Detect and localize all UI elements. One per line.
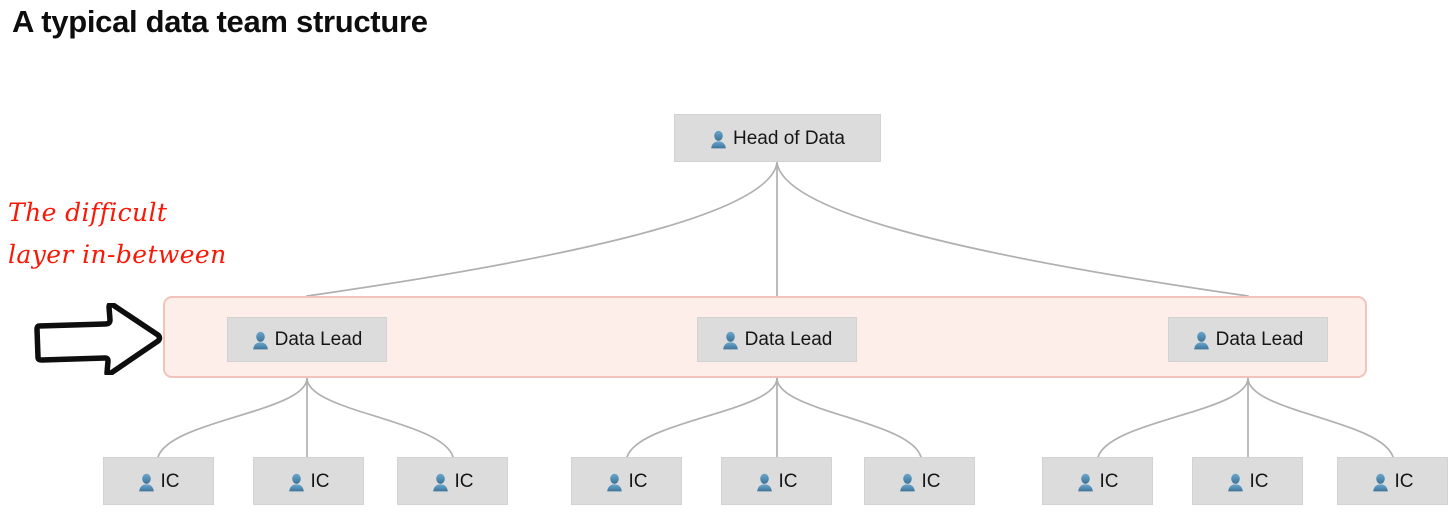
person-icon	[756, 473, 773, 492]
person-icon	[1193, 331, 1210, 350]
node-ic-9[interactable]: IC	[1337, 457, 1448, 505]
node-label: IC	[454, 470, 474, 492]
node-ic-2[interactable]: IC	[253, 457, 364, 505]
node-label: IC	[1249, 470, 1269, 492]
node-ic-7[interactable]: IC	[1042, 457, 1153, 505]
edge-head-to-lead-1	[306, 162, 778, 297]
person-icon	[432, 473, 449, 492]
node-label: Data Lead	[274, 329, 363, 350]
annotation-difficult-layer: The difficult layer in-between	[8, 192, 258, 276]
annotation-line-1: The difficult	[8, 198, 168, 227]
page-title: A typical data team structure	[12, 4, 428, 39]
person-icon	[899, 473, 916, 492]
person-icon	[710, 130, 727, 149]
edge-lead-1-to-ic-1	[157, 377, 308, 458]
node-label: Data Lead	[1215, 329, 1304, 350]
node-label: IC	[921, 470, 941, 492]
person-icon	[138, 473, 155, 492]
edge-lead-2-to-ic-6	[776, 377, 922, 458]
node-data-lead-1[interactable]: Data Lead	[227, 317, 387, 362]
node-label: IC	[628, 470, 648, 492]
person-icon	[722, 331, 739, 350]
edge-head-to-lead-3	[776, 162, 1249, 297]
edge-lead-2-to-ic-4	[626, 377, 778, 458]
node-label: Data Lead	[744, 329, 833, 350]
node-ic-3[interactable]: IC	[397, 457, 508, 505]
node-head-of-data[interactable]: Head of Data	[674, 114, 881, 162]
node-label: IC	[160, 470, 180, 492]
person-icon	[1372, 473, 1389, 492]
person-icon	[1227, 473, 1244, 492]
person-icon	[606, 473, 623, 492]
person-icon	[252, 331, 269, 350]
node-label: IC	[1394, 470, 1414, 492]
node-ic-8[interactable]: IC	[1192, 457, 1303, 505]
node-label: IC	[778, 470, 798, 492]
person-icon	[1077, 473, 1094, 492]
node-label: IC	[1099, 470, 1119, 492]
node-label: IC	[310, 470, 330, 492]
node-ic-4[interactable]: IC	[571, 457, 682, 505]
node-ic-5[interactable]: IC	[721, 457, 832, 505]
edge-lead-3-to-ic-7	[1097, 377, 1249, 458]
node-data-lead-3[interactable]: Data Lead	[1168, 317, 1328, 362]
node-ic-6[interactable]: IC	[864, 457, 975, 505]
person-icon	[288, 473, 305, 492]
edge-lead-3-to-ic-9	[1247, 377, 1394, 458]
node-label: Head of Data	[733, 127, 845, 149]
node-data-lead-2[interactable]: Data Lead	[697, 317, 857, 362]
annotation-line-2: layer in-between	[8, 240, 227, 269]
node-ic-1[interactable]: IC	[103, 457, 214, 505]
edge-lead-1-to-ic-3	[306, 377, 454, 458]
hand-drawn-arrow-right-icon	[34, 303, 163, 375]
